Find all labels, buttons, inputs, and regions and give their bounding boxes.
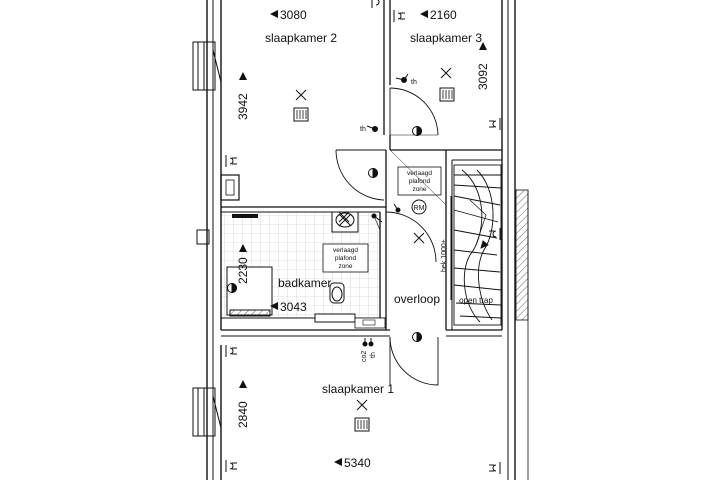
dim-bed3-width: 2160 [430, 8, 457, 22]
thermostat-label-3: th [370, 352, 377, 358]
handrail-label: hek 1000+ [441, 239, 448, 272]
smoke-detector-icon: RM [411, 199, 427, 215]
switch-icons [362, 73, 409, 347]
dim-bed2-depth: 3942 [236, 93, 250, 120]
svg-text:plafond: plafond [335, 255, 357, 262]
dim-bath-width: 3043 [280, 300, 307, 314]
staircase [453, 164, 502, 326]
room-label-bedroom-1: slaapkamer 1 [322, 382, 394, 396]
dim-bath-depth: 2230 [236, 257, 250, 284]
room-label-landing: overloop [394, 292, 440, 306]
socket-icons [225, 0, 501, 474]
svg-text:zone: zone [412, 186, 426, 193]
dim-bed3-depth: 3092 [476, 63, 490, 90]
room-label-bedroom-3: slaapkamer 3 [410, 31, 482, 45]
dim-bed2-width: 3080 [280, 8, 307, 22]
room-label-bathroom: badkamer [278, 276, 331, 290]
towel-radiator [232, 214, 258, 218]
room-label-bedroom-2: slaapkamer 2 [265, 31, 337, 45]
dim-bed1-width: 5340 [344, 456, 371, 470]
dim-bed1-depth: 2840 [236, 401, 250, 428]
co2-label: co2 [361, 351, 368, 362]
svg-text:plafond: plafond [409, 178, 431, 185]
outlet-icons [227, 125, 422, 343]
lowered-ceiling-bathroom: verlaagd plafond zone [322, 243, 369, 273]
svg-text:verlaagd: verlaagd [407, 170, 432, 177]
thermostat-label-1: th [360, 126, 366, 133]
light-x-icons [295, 67, 452, 411]
washbasin [331, 211, 359, 233]
bath-vent [354, 317, 386, 329]
svg-text:verlaagd: verlaagd [333, 247, 358, 254]
svg-text:RM: RM [414, 205, 425, 212]
dimension-arrows [239, 10, 487, 466]
thermostat-label-2: th [411, 79, 417, 86]
toilet [314, 282, 356, 323]
doors [335, 87, 447, 386]
open-stair-label: open trap [459, 296, 493, 305]
lowered-ceiling-landing: verlaagd plafond zone [397, 166, 442, 196]
heating-icons [293, 87, 455, 432]
svg-text:zone: zone [338, 263, 352, 270]
windows-left [192, 41, 222, 437]
